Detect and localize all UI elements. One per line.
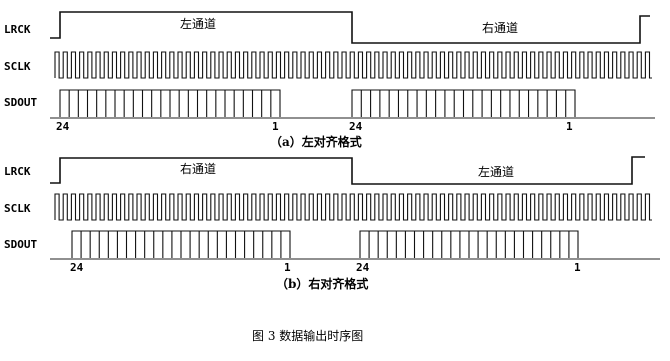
sdout-word-left-b: [71, 230, 291, 258]
lrck-label-a: LRCK: [4, 23, 31, 36]
sclk-label-b: SCLK: [4, 202, 31, 215]
figure-caption: 图 3 数据输出时序图: [252, 328, 363, 343]
lrck-waveform-b: [50, 156, 645, 185]
sdout-word-right-b: [359, 230, 579, 258]
lrck-waveform-a: [50, 11, 650, 44]
lsb-label-a1: 1: [272, 120, 279, 133]
panel-a-caption: （a）左对齐格式: [270, 134, 362, 149]
panel-a: LRCK SCLK SDOUT 左通道 右通道 24 1 24 1 （a）左对齐…: [4, 11, 655, 149]
sclk-waveform-a: [54, 51, 652, 79]
lsb-label-b1: 1: [284, 261, 291, 274]
lsb-label-b2: 1: [574, 261, 581, 274]
channel-low-label-a: 右通道: [482, 20, 518, 35]
sdout-word-right-a: [351, 89, 576, 117]
sclk-label-a: SCLK: [4, 60, 31, 73]
msb-label-a1: 24: [56, 120, 70, 133]
msb-label-b1: 24: [70, 261, 84, 274]
sdout-label-b: SDOUT: [4, 238, 37, 251]
sdout-word-left-a: [59, 89, 281, 117]
panel-b: LRCK SCLK SDOUT 右通道 左通道 24 1 24 1 （b）右对齐…: [4, 156, 660, 291]
panel-b-caption: （b）右对齐格式: [276, 276, 368, 291]
channel-high-label-a: 左通道: [180, 16, 216, 31]
msb-label-b2: 24: [356, 261, 370, 274]
msb-label-a2: 24: [349, 120, 363, 133]
channel-high-label-b: 右通道: [180, 161, 216, 176]
sclk-waveform-b: [54, 193, 652, 221]
lrck-label-b: LRCK: [4, 165, 31, 178]
channel-low-label-b: 左通道: [478, 164, 514, 179]
sdout-label-a: SDOUT: [4, 96, 37, 109]
lsb-label-a2: 1: [566, 120, 573, 133]
